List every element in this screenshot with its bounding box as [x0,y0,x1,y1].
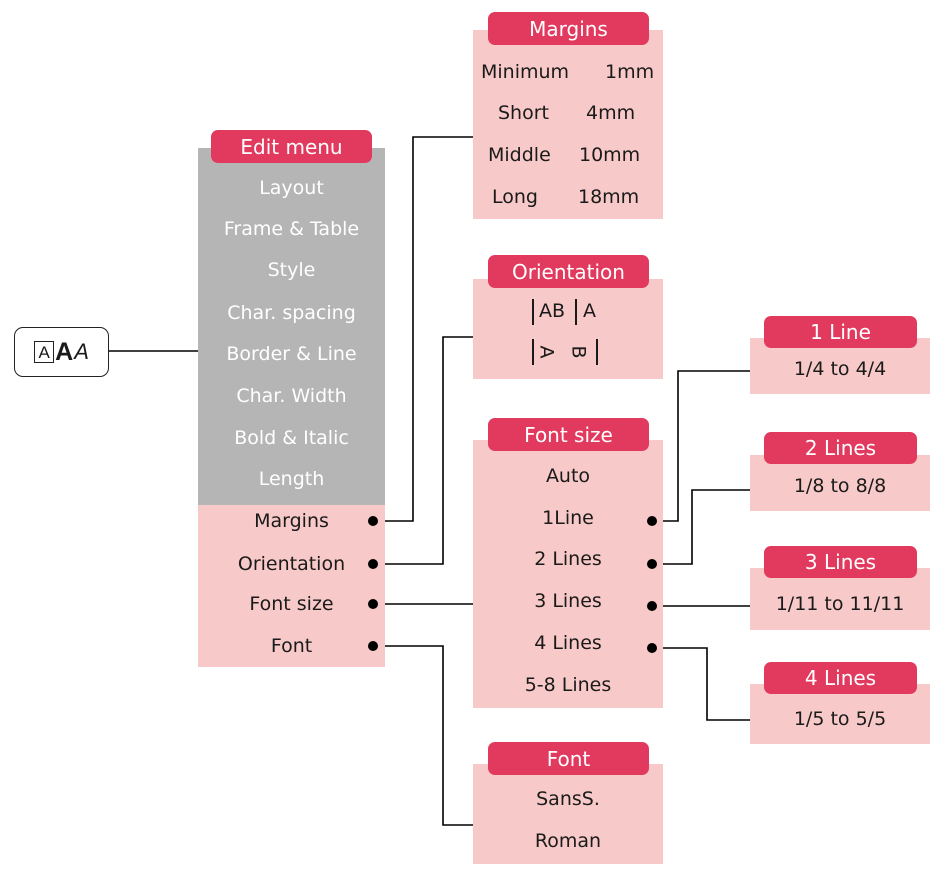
font-size-item-3lines[interactable]: 3 Lines [534,590,602,612]
margin-value-short: 4mm [586,102,636,124]
wire-4lines [652,647,750,721]
rotated-b: B [567,345,590,359]
wire-orientation [373,336,473,565]
line-box-1-value: 1/4 to 4/4 [793,358,887,380]
wire-margins [373,136,473,522]
menu-item-border-line[interactable]: Border & Line [226,343,357,365]
line-box-3-value: 1/11 to 11/11 [775,593,905,615]
font-panel [473,764,663,864]
font-item-roman[interactable]: Roman [534,830,602,852]
line-box-4-value: 1/5 to 5/5 [793,708,887,730]
text-style-icon-button[interactable]: A A A [14,327,109,377]
line-box-4-panel [750,684,930,744]
menu-item-style[interactable]: Style [267,259,316,281]
font-size-panel [473,440,663,708]
margins-title: Margins [488,12,649,45]
margins-panel [473,30,663,219]
margin-value-minimum: 1mm [605,61,655,83]
font-size-item-auto[interactable]: Auto [545,465,591,487]
font-size-item-5-8lines[interactable]: 5-8 Lines [524,674,612,696]
dot-2lines [647,559,657,569]
menu-item-char-width[interactable]: Char. Width [236,385,347,407]
orientation-horizontal-text: AB [539,300,566,322]
wire-font [373,645,473,826]
dot-orientation [368,559,378,569]
line-box-3-panel [750,568,930,630]
wire-1line [652,370,750,522]
dot-font-size [368,599,378,609]
bar-left [532,299,534,325]
orientation-panel [473,279,663,379]
font-size-item-1line[interactable]: 1Line [542,507,594,529]
margin-value-long: 18mm [578,186,640,208]
font-size-item-2lines[interactable]: 2 Lines [534,548,602,570]
margin-value-middle: 10mm [579,144,641,166]
outlined-a-icon: A [34,341,55,363]
menu-item-margins[interactable]: Margins [254,510,329,532]
edit-menu-title: Edit menu [211,130,372,163]
bold-a-icon: A [55,337,74,366]
menu-item-layout[interactable]: Layout [259,177,324,199]
dot-3lines [647,601,657,611]
menu-item-font[interactable]: Font [270,635,313,657]
dot-1line [647,516,657,526]
line-box-1-title: 1 Line [764,316,917,348]
line-box-2-value: 1/8 to 8/8 [793,475,887,497]
margin-name-minimum[interactable]: Minimum [481,61,570,83]
italic-a-icon: A [74,339,89,364]
edit-menu-pink-section [198,505,385,667]
line-box-4-title: 4 Lines [764,662,917,694]
dot-4lines [647,643,657,653]
line-box-2-panel [750,455,930,511]
menu-item-orientation[interactable]: Orientation [237,553,346,575]
dot-font [368,641,378,651]
edit-menu-gray-section [198,148,385,505]
bar-right-vertical [596,339,598,365]
font-size-title: Font size [488,418,649,451]
font-item-sanss[interactable]: SansS. [536,788,600,810]
margin-name-long[interactable]: Long [492,186,538,208]
bar-mid [575,299,577,325]
orientation-vertical-option[interactable]: A B [528,339,618,367]
menu-item-frame-table[interactable]: Frame & Table [223,218,360,240]
line-box-2-title: 2 Lines [764,432,917,464]
rotated-a: A [535,345,558,359]
line-box-3-title: 3 Lines [764,546,917,578]
orientation-title: Orientation [488,255,649,288]
font-title: Font [488,742,649,775]
dot-margins [368,516,378,526]
orientation-horizontal-option[interactable]: AB A [528,299,618,327]
orientation-horizontal-tail: A [583,300,596,322]
font-size-item-4lines[interactable]: 4 Lines [534,632,602,654]
menu-item-bold-italic[interactable]: Bold & Italic [234,427,349,449]
margin-name-short[interactable]: Short [498,102,549,124]
menu-item-char-spacing[interactable]: Char. spacing [227,302,356,324]
margin-name-middle[interactable]: Middle [488,144,551,166]
menu-item-length[interactable]: Length [258,468,325,490]
menu-item-font-size[interactable]: Font size [249,593,334,615]
bar-left-vertical [532,339,534,365]
wire-2lines [652,489,750,565]
